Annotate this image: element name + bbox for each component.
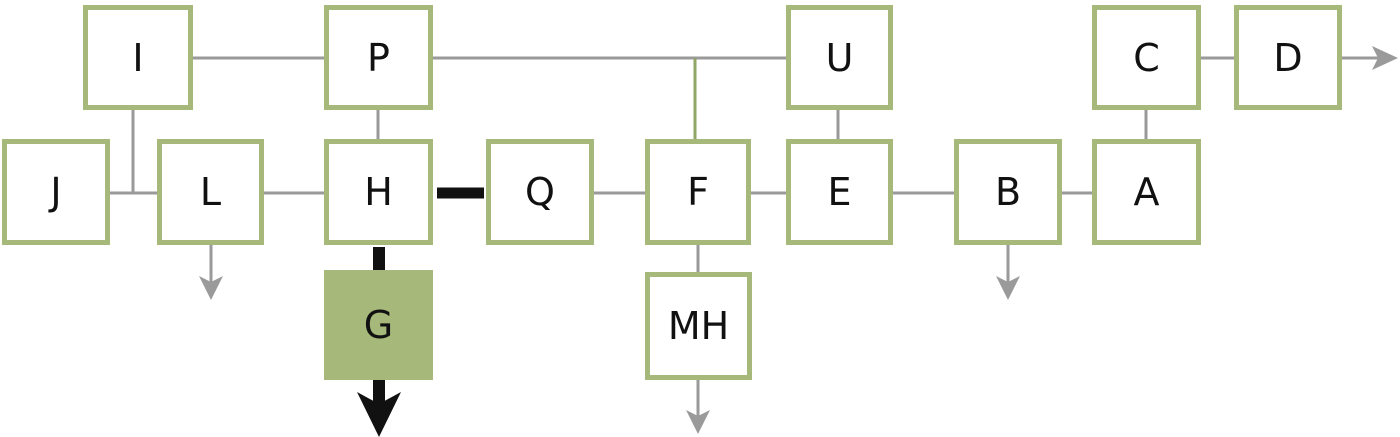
node-e: E [786, 139, 893, 245]
node-p-label: P [367, 35, 390, 80]
node-j-label: J [50, 170, 62, 214]
node-c-label: C [1133, 35, 1160, 80]
node-q: Q [486, 139, 594, 245]
node-b-label: B [994, 170, 1022, 214]
node-mh-label: MH [667, 304, 730, 348]
node-h: H [324, 139, 433, 245]
arrow-d-out-head [1372, 46, 1398, 70]
bold-arrow-g-out-head [357, 392, 401, 437]
node-j: J [2, 139, 110, 245]
node-g: G [324, 270, 433, 380]
arrow-mh-out-head [686, 410, 710, 434]
node-u-label: U [825, 35, 854, 80]
node-a-label: A [1133, 170, 1160, 214]
node-b: B [954, 139, 1062, 245]
node-c: C [1092, 5, 1201, 110]
node-e-label: E [827, 170, 852, 214]
node-l-label: L [199, 170, 222, 214]
node-f-label: F [687, 170, 709, 214]
arrow-l-out-head [199, 276, 223, 300]
node-q-label: Q [525, 170, 555, 214]
node-i: I [83, 5, 193, 110]
node-d-label: D [1273, 35, 1303, 80]
node-i-label: I [132, 35, 144, 80]
node-u: U [786, 5, 893, 110]
node-d: D [1234, 5, 1342, 110]
node-a: A [1092, 139, 1201, 245]
node-f: F [645, 139, 751, 245]
node-mh: MH [645, 272, 752, 380]
node-h-label: H [364, 170, 393, 214]
node-g-label: G [363, 303, 394, 347]
node-l: L [157, 139, 264, 245]
node-p: P [324, 5, 433, 110]
arrow-b-out-head [996, 276, 1020, 300]
